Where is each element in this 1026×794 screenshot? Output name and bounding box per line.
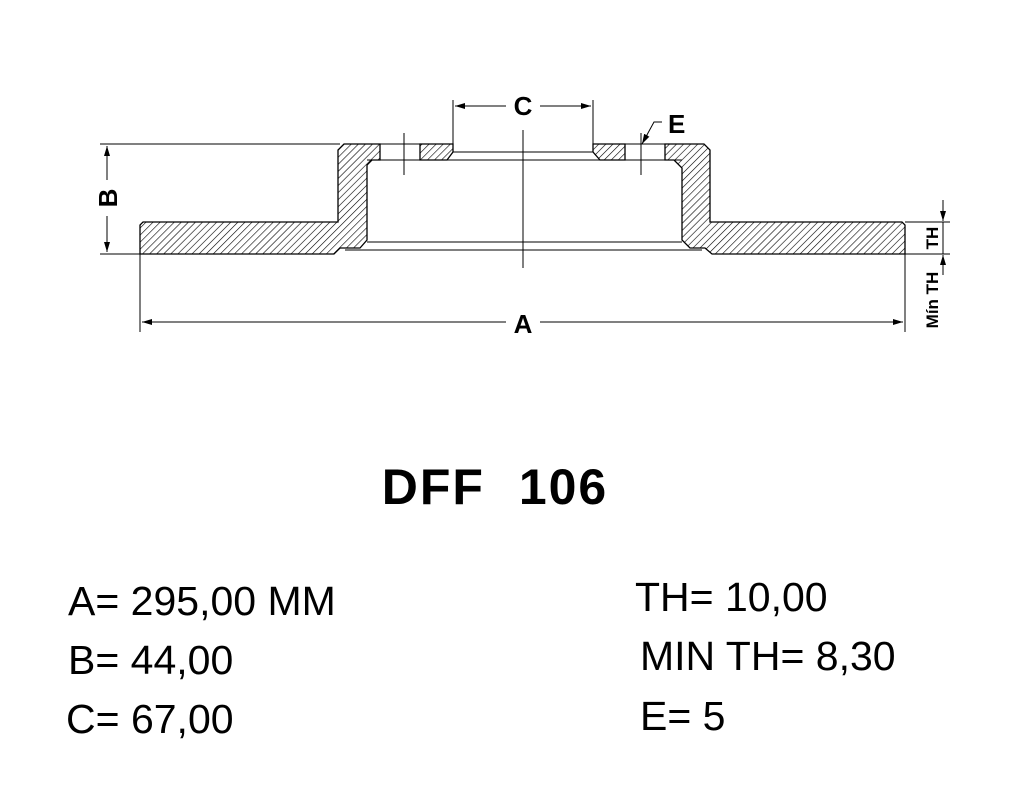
spec-a: A= 295,00 MM — [68, 578, 336, 624]
hub-right-block — [592, 143, 626, 161]
brake-disc-cross-section: C E A B TH Mín TH — [93, 90, 950, 339]
part-number-title: DFF 106 — [381, 459, 609, 515]
spec-c: C= 67,00 — [66, 696, 234, 742]
label-a: A — [514, 309, 533, 339]
label-e: E — [668, 109, 685, 139]
disc-right-section — [664, 143, 906, 255]
label-min-th: Mín TH — [923, 272, 942, 329]
dimension-e-leader — [641, 121, 662, 145]
label-th: TH — [923, 227, 942, 250]
label-c: C — [514, 91, 533, 121]
disc-left-section — [139, 143, 381, 255]
spec-b: B= 44,00 — [68, 637, 234, 683]
label-b: B — [93, 189, 123, 208]
hub-left-block — [419, 143, 454, 161]
spec-th: TH= 10,00 — [635, 574, 828, 620]
spec-min-th: MIN TH= 8,30 — [640, 633, 896, 679]
spec-e: E= 5 — [640, 693, 726, 739]
